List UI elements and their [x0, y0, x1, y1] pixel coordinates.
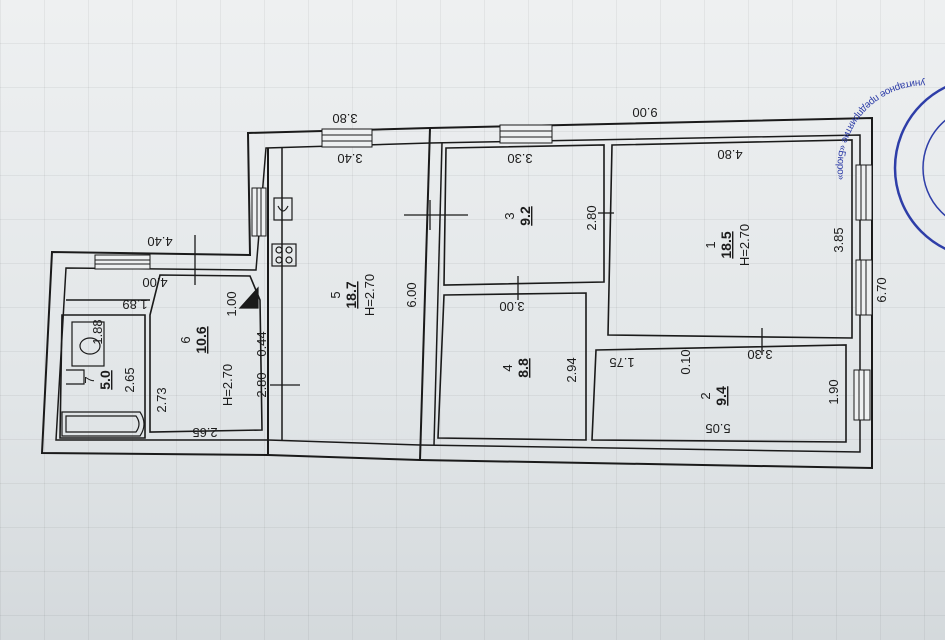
dim-room6-side: 2.73 — [154, 387, 169, 412]
dim-room7-top: 1.89 — [122, 297, 147, 312]
room-3-number: 3 — [502, 212, 517, 219]
room-7-number: 7 — [82, 376, 97, 383]
dim-room5-depth: 6.00 — [404, 282, 419, 307]
windows — [94, 124, 873, 421]
main-partition-wall-inner — [433, 142, 443, 446]
room-5-area: 18.7 — [343, 281, 359, 308]
toilet-icon — [71, 321, 105, 367]
sink-icon — [273, 197, 293, 221]
door-marks — [194, 200, 763, 386]
dim-top-left: 3.80 — [332, 111, 357, 126]
room-6-height-label: H=2.70 — [220, 364, 235, 406]
room-1-outline — [607, 139, 853, 339]
room-4-outline — [437, 292, 587, 441]
outer-wall — [40, 116, 873, 470]
stamp-inner-ring — [922, 119, 945, 217]
room-2-area: 9.4 — [713, 386, 729, 406]
room-2-number: 2 — [698, 392, 713, 399]
window-right-room1-b — [855, 259, 873, 316]
window-right-room1-a — [855, 164, 873, 221]
dim-room1-top: 4.80 — [717, 147, 742, 162]
dim-room6-bottom: 2.65 — [192, 425, 217, 440]
boiler-icon — [238, 286, 259, 309]
room-6-label: 6 10.6 — [178, 326, 209, 353]
stamp: унитарное предприятие «Бюро» — [834, 77, 945, 250]
room-1-label: 1 18.5 H=2.70 — [703, 224, 752, 266]
stamp-outer-ring — [893, 86, 945, 250]
dim-room6-small2: 0.44 — [254, 331, 269, 356]
bathtub-icon — [61, 411, 145, 437]
room-5-height: H=2.70 — [362, 274, 377, 316]
dim-room3-side: 2.80 — [584, 205, 599, 230]
main-partition-wall — [419, 127, 431, 461]
dim-room4-top: 3.00 — [499, 299, 524, 314]
dim-room6-door: 2.80 — [254, 372, 269, 397]
fixtures — [61, 197, 297, 437]
outer-wall-inner — [55, 134, 861, 453]
room-labels: 1 18.5 H=2.70 2 9.4 3 9.2 4 8.8 5 18.7 H… — [82, 206, 752, 406]
room-2-outline — [591, 344, 847, 443]
window-left-room5 — [251, 187, 267, 237]
room-7-label: 7 5.0 — [82, 370, 113, 390]
dim-room6-top: 4.00 — [142, 275, 167, 290]
window-top-room3 — [499, 124, 553, 144]
room-5-label: 5 18.7 H=2.70 — [328, 274, 377, 316]
dim-room7-side: 2.65 — [122, 367, 137, 392]
dim-room2-step: 1.75 — [609, 355, 634, 370]
room-4-number: 4 — [500, 364, 515, 371]
room-7-outline — [59, 314, 146, 439]
stamp-text: унитарное предприятие «Бюро» — [834, 77, 925, 181]
dim-room2-top: 3.30 — [747, 347, 772, 362]
dimension-labels: 3.80 9.00 6.70 4.40 3.40 6.00 3.30 2.80 … — [90, 105, 889, 440]
room-1-area: 18.5 — [718, 231, 734, 258]
window-top-room5 — [321, 128, 373, 148]
room-3-label: 3 9.2 — [502, 206, 533, 226]
dim-room7-width: 1.88 — [90, 319, 105, 344]
room-1-height: H=2.70 — [737, 224, 752, 266]
dim-room1-side: 3.85 — [831, 227, 846, 252]
dim-room4-side: 2.94 — [564, 357, 579, 382]
dim-room5-top: 3.40 — [337, 151, 362, 166]
stove-icon — [271, 243, 297, 267]
room-6-outline — [149, 274, 263, 433]
dim-room3-top: 3.30 — [507, 151, 532, 166]
room-2-label: 2 9.4 — [698, 386, 729, 406]
dim-room2-bottom: 5.05 — [705, 421, 730, 436]
window-top-room6 — [94, 254, 151, 270]
room-3-area: 9.2 — [517, 206, 533, 226]
room-6-number: 6 — [178, 336, 193, 343]
washbasin-icon — [66, 369, 85, 385]
window-right-room2 — [853, 369, 871, 421]
outer-walls — [40, 116, 873, 470]
room-5-number: 5 — [328, 291, 343, 298]
dim-wing-top: 4.40 — [147, 234, 172, 249]
dim-room2-side: 1.90 — [826, 379, 841, 404]
dim-room2-gap: 0.10 — [678, 349, 693, 374]
dim-right: 6.70 — [874, 277, 889, 302]
room-4-label: 4 8.8 — [500, 358, 531, 378]
room-3-outline — [443, 144, 605, 286]
room-6-height: H=2.70 — [220, 364, 235, 406]
room-7-area: 5.0 — [97, 370, 113, 390]
room-6-area: 10.6 — [193, 326, 209, 353]
room-4-area: 8.8 — [515, 358, 531, 378]
dim-room6-small1: 1.00 — [224, 291, 239, 316]
room-1-number: 1 — [703, 241, 718, 248]
dim-top-right: 9.00 — [632, 105, 657, 120]
